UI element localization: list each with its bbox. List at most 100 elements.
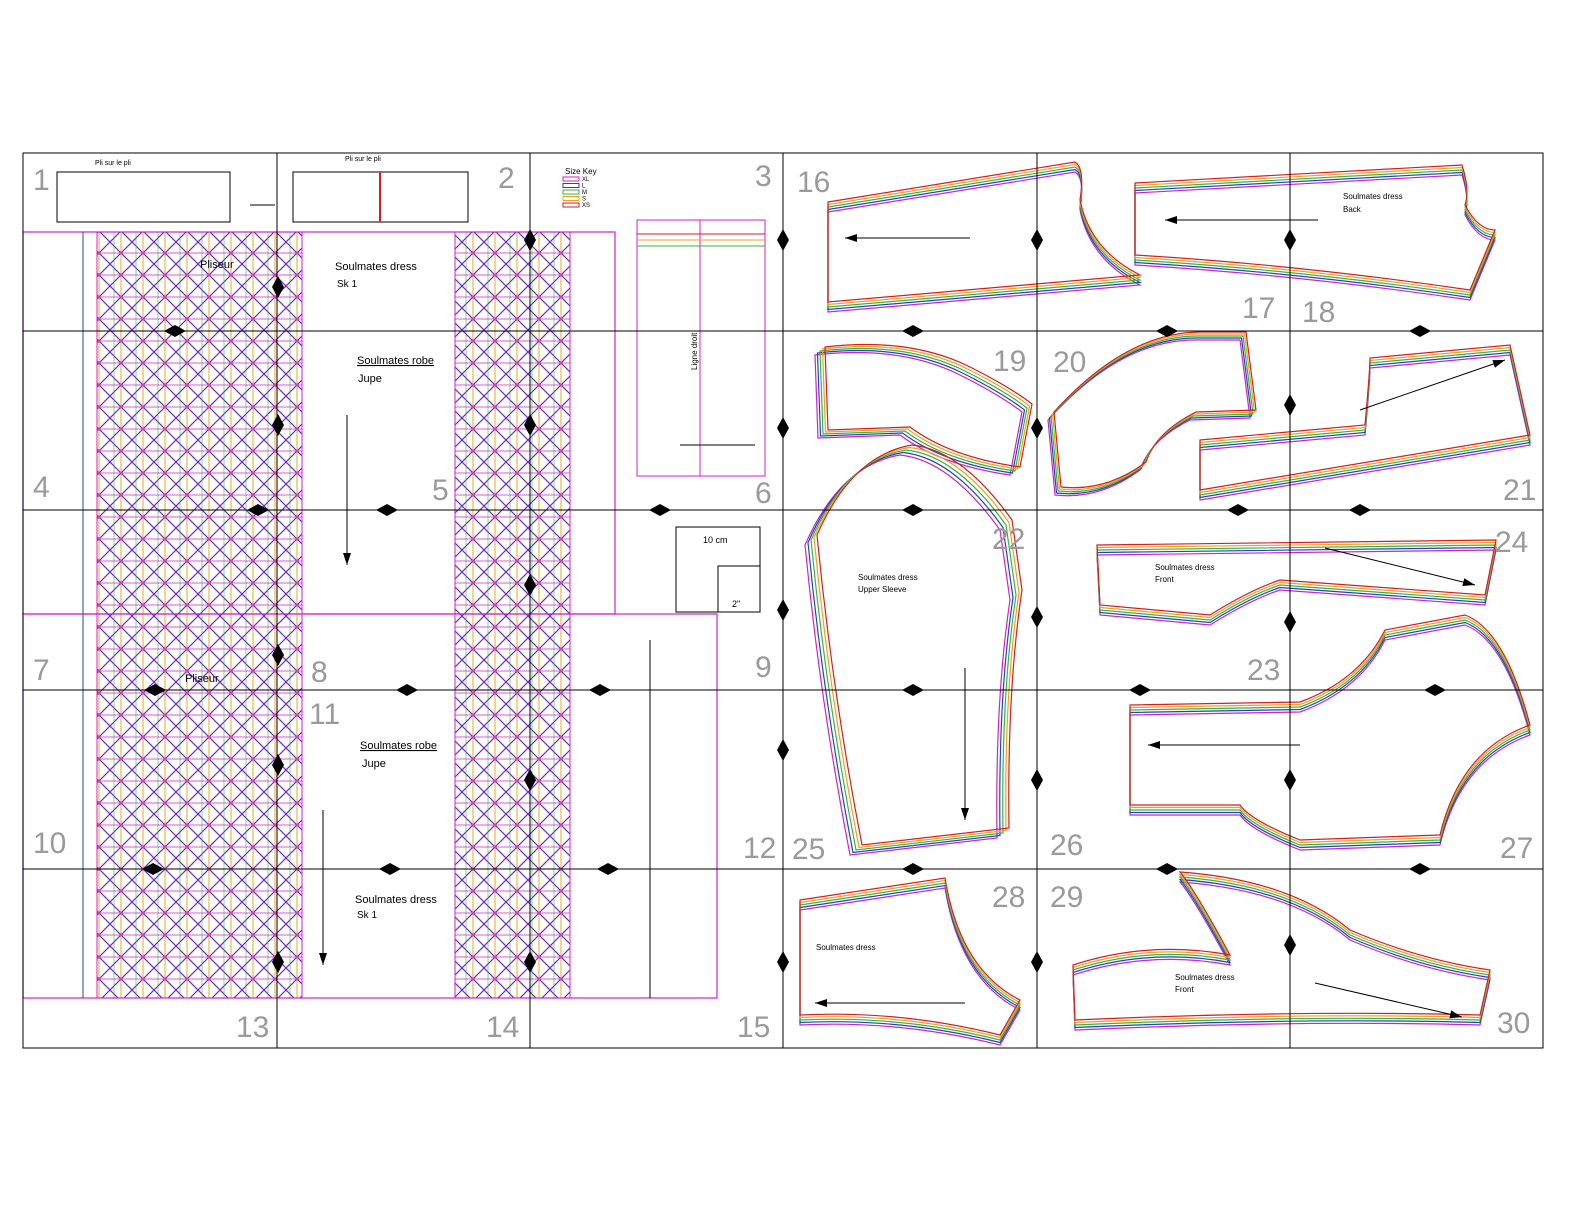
alignment-diamond-icon <box>164 325 186 337</box>
alignment-diamond-icon <box>777 739 789 761</box>
back-label: Back <box>1343 205 1362 214</box>
alignment-diamonds <box>142 229 1446 973</box>
size-label: S <box>582 197 586 203</box>
fold-label: Pli sur le pli <box>95 160 131 167</box>
page-number: 15 <box>737 1011 770 1044</box>
alignment-diamond-icon <box>272 754 284 776</box>
grainline-arrow-icon <box>343 415 351 565</box>
pliseur-label: Pliseur <box>200 259 234 271</box>
page-number: 12 <box>743 832 776 865</box>
front-piece <box>1096 539 1497 626</box>
alignment-diamond-icon <box>1129 684 1151 696</box>
alignment-diamond-icon <box>524 769 536 791</box>
upper-sleeve-piece <box>804 444 1023 856</box>
sk1-label-2: Sk 1 <box>357 910 377 921</box>
alignment-diamond-icon <box>902 504 924 516</box>
alignment-diamond-icon <box>1409 863 1431 875</box>
alignment-diamond-icon <box>524 414 536 436</box>
page-number: 20 <box>1053 346 1086 379</box>
sk1-label: Sk 1 <box>337 279 357 290</box>
alignment-diamond-icon <box>1031 417 1043 439</box>
alignment-diamond-icon <box>1284 394 1296 416</box>
page-number: 5 <box>432 474 449 507</box>
alignment-diamond-icon <box>272 414 284 436</box>
alignment-diamond-icon <box>649 504 671 516</box>
back-bodice-piece <box>1134 164 1496 301</box>
page-number: 17 <box>1242 292 1275 325</box>
alignment-diamond-icon <box>1284 769 1296 791</box>
sleeve-band-piece <box>799 877 1021 1046</box>
test-square-inner-label: 2" <box>732 599 740 609</box>
alignment-diamond-icon <box>272 276 284 298</box>
size-label: XS <box>582 203 590 209</box>
alignment-diamond-icon <box>1031 769 1043 791</box>
grainline-arrow-icon <box>1314 982 1463 1019</box>
grainline-arrow-icon <box>319 810 327 965</box>
piece-labels: Soulmates dress Back Soulmates dress Upp… <box>816 192 1403 994</box>
size-swatch <box>562 202 580 208</box>
alignment-diamond-icon <box>777 229 789 251</box>
facing-piece <box>1047 331 1257 497</box>
page-number: 11 <box>309 698 340 731</box>
robe-title-2: Soulmates robe <box>360 740 437 752</box>
page-number: 10 <box>33 827 66 860</box>
back-dress-title: Soulmates dress <box>1343 192 1403 201</box>
page-number: 4 <box>33 471 50 504</box>
fold-diagram: Pli sur le pli Pli sur le pli <box>56 156 469 223</box>
alignment-diamond-icon <box>1031 229 1043 251</box>
dress-title: Soulmates dress <box>335 261 417 273</box>
grainline-arrow-icon <box>845 234 970 242</box>
alignment-diamond-icon <box>396 684 418 696</box>
alignment-diamond-icon <box>524 951 536 973</box>
page-number: 26 <box>1050 829 1083 862</box>
straight-line-label: Ligne droit <box>690 332 699 370</box>
alignment-diamond-icon <box>1284 934 1296 956</box>
alignment-diamond-icon <box>777 599 789 621</box>
alignment-diamond-icon <box>524 574 536 596</box>
skirt-panel-top <box>22 231 616 615</box>
pliseur-label-2: Pliseur <box>185 673 219 685</box>
page-number: 21 <box>1503 474 1536 507</box>
front-dress-title: Soulmates dress <box>1155 563 1215 572</box>
page-number: 30 <box>1497 1007 1530 1040</box>
size-label: L <box>582 184 586 190</box>
page-number: 2 <box>498 162 515 195</box>
page-number: 1 <box>33 164 50 197</box>
upper-sleeve-label: Upper Sleeve <box>858 585 907 594</box>
page-number: 24 <box>1495 526 1528 559</box>
jupe-label-2: Jupe <box>362 758 386 770</box>
page-number: 19 <box>993 345 1026 378</box>
alignment-diamond-icon <box>902 684 924 696</box>
alignment-diamond-icon <box>589 684 611 696</box>
alignment-diamond-icon <box>1424 684 1446 696</box>
grainline-arrow-icon <box>1359 359 1506 411</box>
size-key-title: Size Key <box>565 167 597 176</box>
back-skirt-piece <box>827 161 1143 313</box>
dress-title-2: Soulmates dress <box>355 894 437 906</box>
alignment-diamond-icon <box>1156 863 1178 875</box>
grainline-arrow-icon <box>815 999 965 1007</box>
size-swatch <box>562 176 580 182</box>
test-square-outer-label: 10 cm <box>703 535 728 545</box>
page-number: 22 <box>992 523 1025 556</box>
alignment-diamond-icon <box>1227 504 1249 516</box>
robe-title: Soulmates robe <box>357 355 434 367</box>
page-number: 28 <box>992 881 1025 914</box>
front-skirt-piece <box>1072 871 1491 1031</box>
size-swatch <box>562 183 580 188</box>
size-swatch <box>562 196 580 201</box>
alignment-diamond-icon <box>1031 951 1043 973</box>
page-number: 13 <box>236 1011 269 1044</box>
size-label: M <box>582 190 587 196</box>
page-number: 25 <box>792 833 825 866</box>
pattern-pieces <box>319 161 1531 1046</box>
page-number: 3 <box>755 160 772 193</box>
page-number: 8 <box>311 656 328 689</box>
alignment-diamond-icon <box>1156 325 1178 337</box>
page-number: 9 <box>755 651 772 684</box>
grainline-arrow-icon <box>1165 216 1318 224</box>
page-number: 14 <box>486 1011 519 1044</box>
